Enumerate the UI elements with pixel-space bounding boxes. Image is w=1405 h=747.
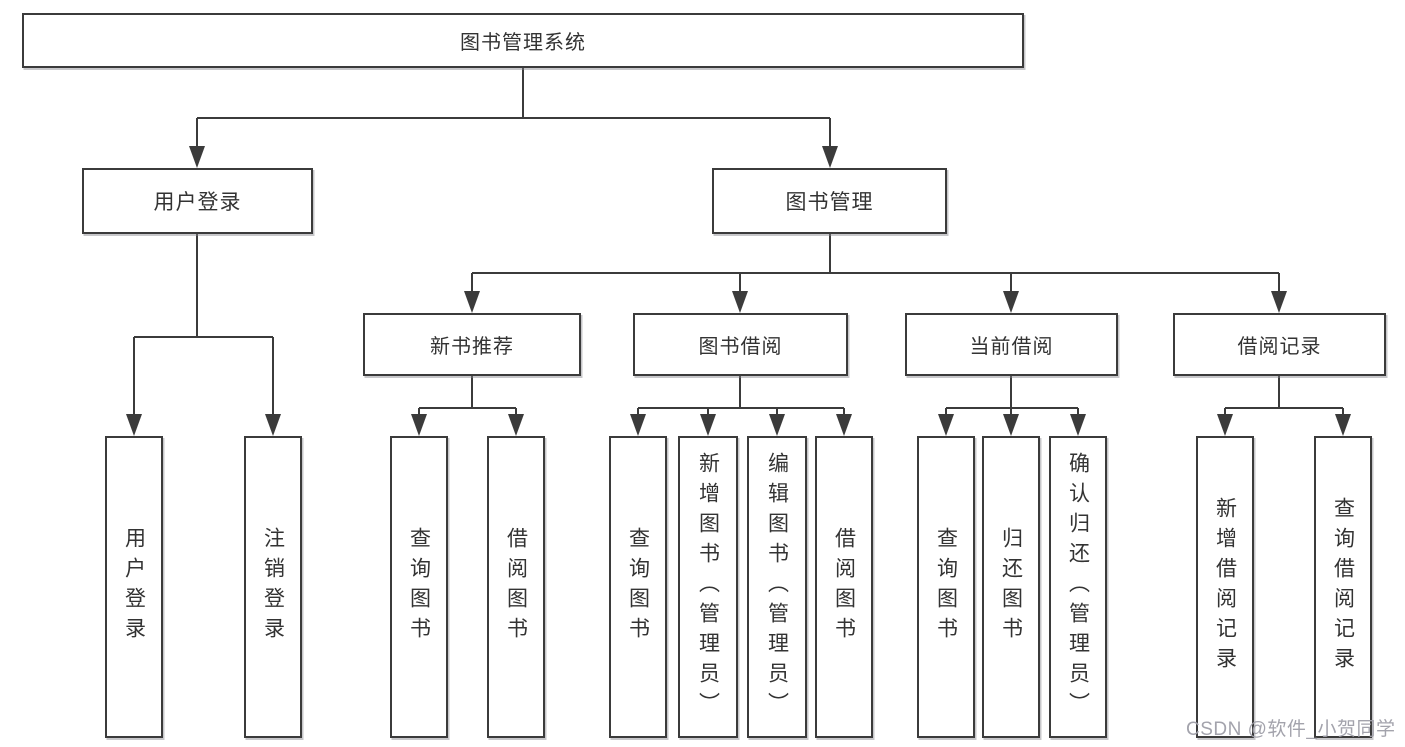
node-borrow-records: 借阅记录 <box>1173 313 1386 376</box>
leaf-borrow-borrow-books: 借阅图书 <box>815 436 873 738</box>
leaf-newbook-query-books: 查询图书 <box>390 436 448 738</box>
leaf-borrow-edit-book-admin: 编辑图书（管理员） <box>747 436 807 738</box>
node-new-book-recommend: 新书推荐 <box>363 313 581 376</box>
node-current-borrow: 当前借阅 <box>905 313 1118 376</box>
leaf-record-add-borrow-record: 新增借阅记录 <box>1196 436 1254 738</box>
leaf-current-query-books: 查询图书 <box>917 436 975 738</box>
leaf-user-login: 用户登录 <box>105 436 163 738</box>
node-user-login: 用户登录 <box>82 168 313 234</box>
leaf-borrow-add-book-admin: 新增图书（管理员） <box>678 436 738 738</box>
leaf-logout: 注销登录 <box>244 436 302 738</box>
leaf-record-query-borrow-record: 查询借阅记录 <box>1314 436 1372 738</box>
leaf-current-return-books: 归还图书 <box>982 436 1040 738</box>
node-book-management: 图书管理 <box>712 168 947 234</box>
leaf-newbook-borrow-books: 借阅图书 <box>487 436 545 738</box>
node-root: 图书管理系统 <box>22 13 1024 68</box>
leaf-borrow-query-books: 查询图书 <box>609 436 667 738</box>
leaf-current-confirm-return-admin: 确认归还（管理员） <box>1049 436 1107 738</box>
node-book-borrow: 图书借阅 <box>633 313 848 376</box>
watermark: CSDN @软件_小贺同学 <box>1186 719 1396 740</box>
